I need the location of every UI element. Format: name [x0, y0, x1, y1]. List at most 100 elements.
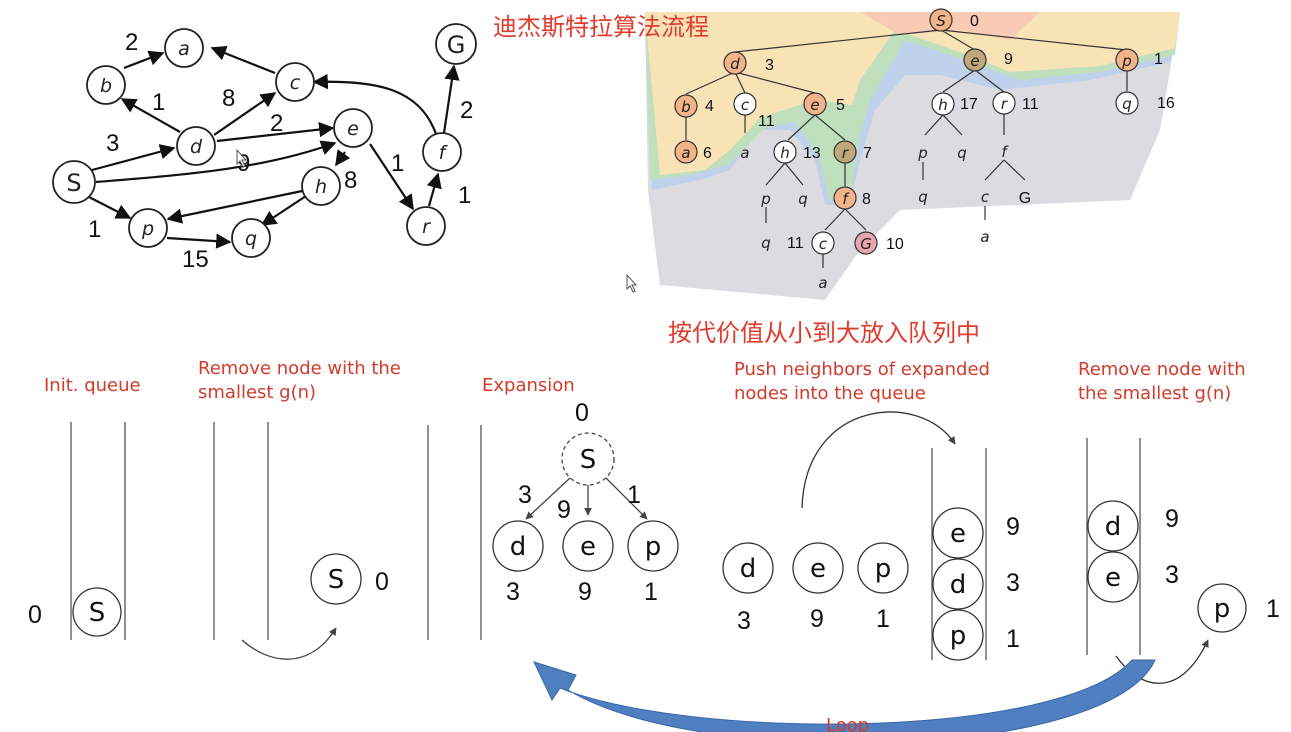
neighbor-cost-e: 9 [810, 605, 824, 633]
queue4-node-2: d [950, 570, 967, 600]
tree-node-h2: h [780, 144, 790, 162]
expansion-weight-d: 3 [518, 481, 532, 509]
tree-node-f: f [1001, 143, 1009, 161]
queue4-node-1: e [950, 519, 966, 549]
tree-node-r2: r [842, 144, 849, 162]
tree-node-G: G [860, 235, 872, 253]
tree-cost-h: 17 [960, 96, 978, 113]
weight-d-c: 8 [222, 85, 235, 112]
node-b: b [100, 75, 112, 97]
node-f: f [439, 142, 449, 164]
weight-d-b: 1 [152, 89, 165, 116]
queue4-cost-3: 1 [1006, 625, 1020, 653]
tree-node-c: c [741, 96, 750, 114]
step5-label-line2: the smallest g(n) [1078, 383, 1231, 404]
node-c: c [290, 72, 301, 94]
neighbor-cost-d: 3 [737, 607, 751, 635]
tree-node-r: r [1001, 95, 1008, 113]
tree-node-q3: q [798, 190, 808, 208]
removed-cost: 0 [375, 568, 389, 596]
tree-node-a4: a [818, 274, 827, 292]
weight-d-e: 2 [270, 110, 283, 137]
tree-node-c2: c [819, 235, 828, 253]
weight-p-q: 15 [182, 246, 209, 273]
tree-node-a2: a [740, 144, 749, 162]
weight-S-d: 3 [106, 130, 119, 157]
queue5-node-2: e [1105, 563, 1121, 593]
tree-node-d: d [730, 55, 740, 73]
queue4-node-3: p [950, 621, 967, 651]
cursor-icon [236, 148, 248, 168]
tree-node-c3: c [981, 188, 990, 206]
expansion-root-cost: 0 [575, 399, 589, 427]
tree-node-p3: p [760, 190, 771, 208]
node-d: d [190, 136, 203, 158]
node-q: q [245, 228, 257, 250]
expansion-weight-e: 9 [557, 496, 571, 524]
process-subtitle: 按代价值从小到大放入队列中 [668, 319, 980, 347]
weight-r-f: 1 [458, 182, 471, 209]
init-cost: 0 [28, 601, 42, 629]
removed5-cost: 1 [1266, 595, 1280, 623]
neighbor-node-e: e [810, 554, 826, 584]
removed-node: S [328, 565, 345, 595]
tree-node-a3: a [980, 228, 989, 246]
tree-node-q2: q [957, 144, 967, 162]
expansion-node-e: e [580, 532, 596, 562]
tree-cost-r: 11 [1022, 96, 1039, 113]
step4-label-line1: Push neighbors of expanded [734, 359, 990, 380]
queue4-cost-1: 9 [1006, 513, 1020, 541]
queue4-cost-2: 3 [1006, 569, 1020, 597]
node-p: p [141, 218, 154, 240]
tree-cost-c: 11 [758, 113, 775, 130]
loop-label: Loop [826, 715, 869, 732]
node-h: h [315, 176, 327, 198]
tree-node-e: e [970, 52, 979, 70]
tree-cost-a: 6 [703, 145, 712, 162]
step5-label-line1: Remove node with [1078, 359, 1246, 380]
tree-node-e2: e [810, 96, 819, 114]
step4-label-line2: nodes into the queue [734, 383, 926, 404]
tree-node-p2: p [917, 144, 928, 162]
process-steps: 按代价值从小到大放入队列中 Init. queue Remove node wi… [28, 319, 1280, 732]
step2-label-line2: smallest g(n) [198, 382, 316, 403]
neighbor-node-p: p [875, 554, 892, 584]
expansion-cost-p: 1 [644, 578, 658, 606]
tree-cost-h2: 13 [803, 145, 821, 162]
neighbor-node-d: d [740, 554, 757, 584]
expansion-root: S [580, 445, 597, 475]
node-r: r [422, 216, 431, 238]
tree-cost-G: 10 [886, 236, 904, 253]
node-e: e [347, 118, 359, 140]
weighted-graph: b a c d e S h p q r f G 2 1 8 3 2 9 8 1 … [52, 23, 477, 273]
queue5-node-1: d [1105, 512, 1122, 542]
search-tree: 迪杰斯特拉算法流程 [493, 8, 1180, 300]
expansion-cost-e: 9 [578, 578, 592, 606]
step1-label: Init. queue [44, 375, 141, 396]
tree-node-S: S [936, 12, 946, 30]
weight-S-p: 1 [88, 216, 101, 243]
tree-cost-e: 9 [1004, 51, 1013, 68]
weight-b-a: 2 [125, 29, 138, 56]
cursor-icon [626, 273, 638, 293]
tree-cost-q5: 11 [787, 235, 804, 252]
weight-f-G: 2 [460, 97, 473, 124]
expansion-cost-d: 3 [506, 578, 520, 606]
tree-node-f3: f [842, 190, 850, 208]
tree-cost-d: 3 [765, 57, 774, 74]
init-node: S [89, 598, 106, 628]
weight-e-r: 1 [391, 150, 404, 177]
tree-node-G2: G [1019, 190, 1031, 207]
expansion-weight-p: 1 [627, 481, 641, 509]
queue5-cost-2: 3 [1165, 561, 1179, 589]
tree-cost-b: 4 [705, 98, 714, 115]
neighbor-cost-p: 1 [876, 605, 890, 633]
tree-cost-p: 1 [1154, 51, 1163, 68]
node-S: S [66, 169, 81, 197]
tree-title: 迪杰斯特拉算法流程 [493, 13, 709, 41]
tree-cost-S: 0 [970, 13, 979, 30]
tree-node-h: h [938, 96, 948, 114]
tree-cost-r2: 7 [863, 145, 872, 162]
loop-arrow-icon [533, 659, 1156, 732]
